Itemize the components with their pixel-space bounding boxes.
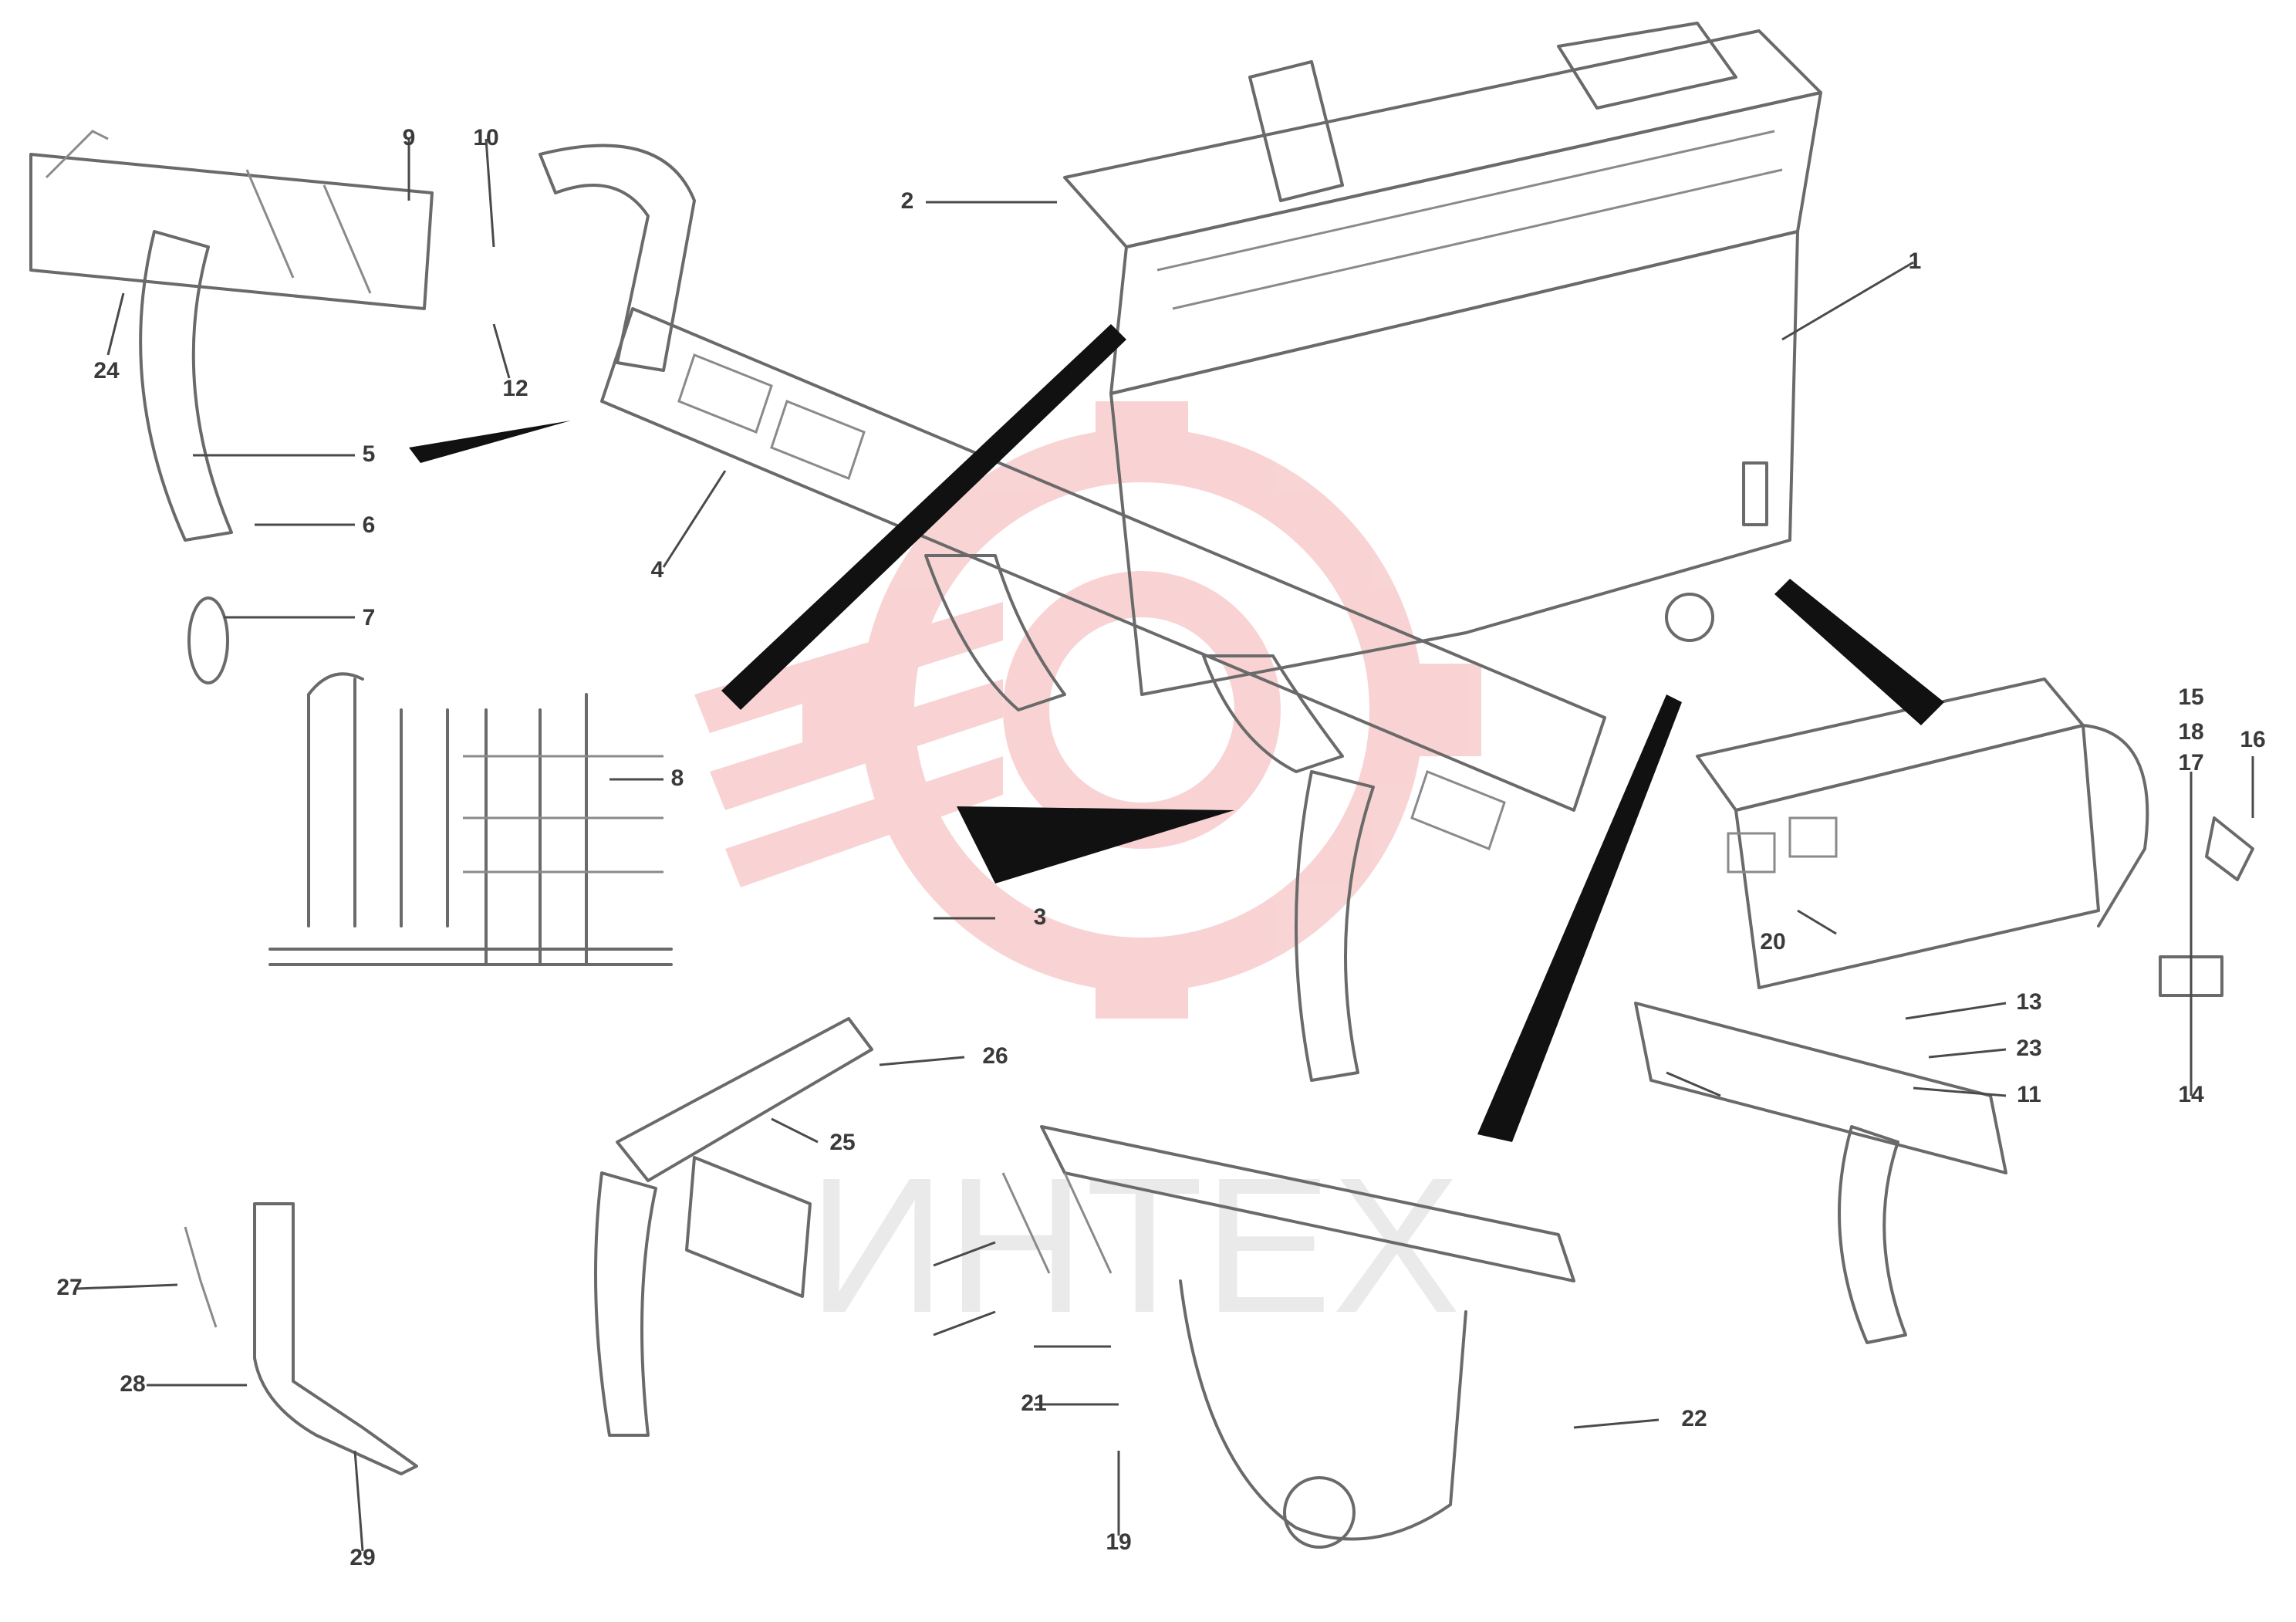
callout-11: 11 <box>2017 1082 2041 1107</box>
callout-20: 20 <box>1760 929 1785 955</box>
callout-28: 28 <box>120 1371 145 1397</box>
callout-8: 8 <box>671 765 684 791</box>
detail-ripper-tooth <box>184 1017 873 1475</box>
watermark-logo <box>694 401 1481 1019</box>
callout-19: 19 <box>1106 1529 1131 1555</box>
callout-12: 12 <box>502 376 528 401</box>
arrow-centre-left <box>721 324 1126 710</box>
callout-24: 24 <box>93 358 120 384</box>
arrow-right <box>1774 579 1944 725</box>
callout-26: 26 <box>982 1043 1008 1069</box>
callout-6: 6 <box>363 512 376 538</box>
callout-9: 9 <box>403 125 416 150</box>
callout-5: 5 <box>363 441 376 467</box>
arrow-lower-centre <box>957 806 1234 884</box>
ripper-beam <box>600 307 1606 1082</box>
leader-lines <box>76 138 2254 1552</box>
callout-22: 22 <box>1681 1406 1707 1431</box>
watermark-text: ИНТЕХ <box>808 1137 1460 1353</box>
callout-1: 1 <box>1909 248 1922 274</box>
callout-16: 16 <box>2240 727 2265 752</box>
callout-3: 3 <box>1034 904 1047 930</box>
callout-4: 4 <box>651 557 664 583</box>
callout-23: 23 <box>2016 1036 2041 1061</box>
callout-27: 27 <box>56 1275 82 1300</box>
callout-14: 14 <box>2178 1082 2204 1107</box>
detail-bracket <box>1001 1125 1575 1549</box>
pointer-arrows <box>409 324 1944 1142</box>
callout-29: 29 <box>349 1545 375 1570</box>
callout-13: 13 <box>2016 989 2041 1015</box>
callout-17: 17 <box>2178 750 2203 776</box>
callout-2: 2 <box>901 188 914 214</box>
arrow-lower-right <box>1477 694 1682 1142</box>
detail-pin-section <box>268 672 673 966</box>
callouts: 1 2 3 4 5 6 7 8 9 10 11 12 13 14 15 16 1… <box>56 125 2265 1570</box>
callout-15: 15 <box>2178 684 2203 710</box>
arrow-left-detail <box>409 421 571 463</box>
callout-21: 21 <box>1021 1391 1046 1416</box>
main-frame <box>1063 22 1822 696</box>
callout-18: 18 <box>2178 719 2203 745</box>
detail-shank-assembly <box>29 130 696 684</box>
callout-7: 7 <box>363 605 376 630</box>
detail-right-assembly <box>1634 678 2254 1344</box>
callout-25: 25 <box>829 1130 855 1155</box>
callout-10: 10 <box>473 125 498 150</box>
